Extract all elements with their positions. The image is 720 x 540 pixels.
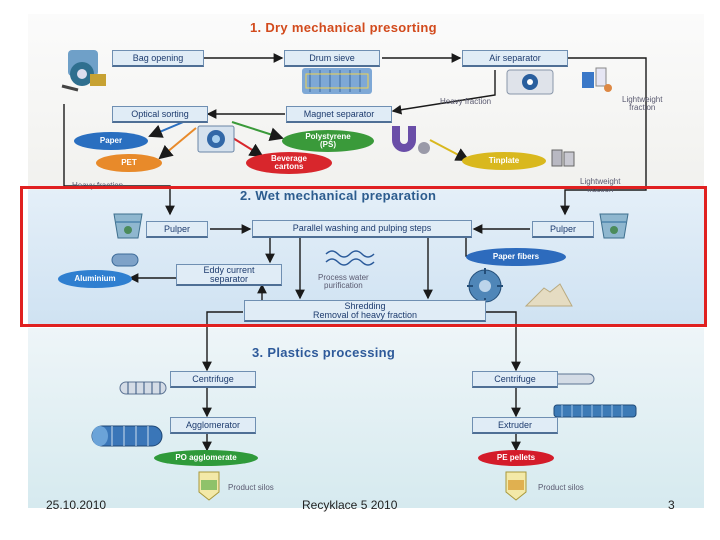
magnet-separator-box: Magnet separator	[286, 106, 392, 123]
process-water-label: Process water purification	[318, 274, 369, 290]
lightweight-label-1-line1: Lightweight	[622, 95, 663, 104]
plastics-processing-panel	[28, 328, 704, 508]
pulper-left-illustration	[110, 210, 146, 242]
lightweight-label-2-line2: fraction	[587, 185, 614, 194]
bag-opening-box: Bag opening	[112, 50, 204, 67]
heavy-fraction-label-1: Heavy fraction	[440, 97, 492, 106]
product-silos-left-label: Product silos	[228, 483, 274, 492]
tinplate-output: Tinplate	[462, 152, 546, 170]
pulper-left-box: Pulper	[146, 221, 208, 238]
eddy-current-illustration	[110, 250, 140, 270]
lightweight-label-1-line2: fraction	[629, 103, 656, 112]
polystyrene-abbr: (PS)	[320, 140, 336, 149]
aluminium-output: Aluminium	[58, 270, 132, 288]
optical-sorting-box: Optical sorting	[112, 106, 208, 123]
magnet-illustration	[386, 122, 432, 156]
agglomerator-illustration	[88, 418, 168, 454]
beverage-label: Beverage	[270, 154, 308, 163]
eddy-current-separator-box: Eddy current separator	[176, 264, 282, 286]
footer-date: 25.10.2010	[46, 498, 107, 512]
shredder-illustration	[460, 264, 510, 308]
lightweight-items-illustration	[578, 66, 614, 96]
drum-sieve-illustration	[300, 64, 376, 98]
product-silo-left-illustration	[196, 470, 222, 502]
section-title-dry: 1. Dry mechanical presorting	[250, 20, 437, 35]
separator-label: separator	[209, 273, 249, 284]
section-title-plastics: 3. Plastics processing	[252, 345, 396, 360]
polystyrene-output: Polystyrene (PS)	[282, 130, 374, 152]
water-purification-illustration	[324, 246, 380, 272]
drum-sieve-box: Drum sieve	[284, 50, 380, 67]
centrifuge-left-illustration	[118, 376, 168, 400]
beverage-cartons-output: Beverage cartons	[246, 152, 332, 174]
highlight-frame	[20, 186, 707, 327]
lightweight-fraction-label-2: Lightweight fraction	[580, 178, 620, 194]
product-silo-right-illustration	[503, 470, 529, 502]
pulper-right-illustration	[596, 210, 632, 242]
pe-pellets-output: PE pellets	[478, 450, 554, 466]
lightweight-fraction-label-1: Lightweight fraction	[622, 96, 662, 112]
agglomerator-box: Agglomerator	[170, 417, 256, 434]
washing-pulping-box: Parallel washing and pulping steps	[252, 220, 472, 238]
centrifuge-right-box: Centrifuge	[472, 371, 558, 388]
po-agglomerate-output: PO agglomerate	[154, 450, 258, 466]
lightweight-label-2-line1: Lightweight	[580, 177, 621, 186]
page-number: 3	[668, 498, 675, 512]
centrifuge-left-box: Centrifuge	[170, 371, 256, 388]
polystyrene-label: Polystyrene	[305, 132, 351, 141]
extruder-box: Extruder	[472, 417, 558, 434]
paper-fibers-output: Paper fibers	[466, 248, 566, 266]
cartons-label: cartons	[274, 162, 304, 171]
section-title-wet: 2. Wet mechanical preparation	[240, 188, 437, 203]
optical-sensor-illustration	[196, 124, 236, 154]
pet-output: PET	[96, 154, 162, 172]
footer-title: Recyklace 5 2010	[302, 498, 398, 512]
eddy-current-label: Eddy current	[203, 264, 255, 275]
air-separator-box: Air separator	[462, 50, 568, 67]
heavy-fraction-removal-label: Removal of heavy fraction	[312, 309, 418, 320]
shredding-box: Shredding Removal of heavy fraction	[244, 300, 486, 322]
heavy-fraction-label-2: Heavy fraction	[72, 181, 124, 190]
process-water-line1: Process water	[318, 273, 369, 282]
plastic-flakes-illustration	[524, 282, 574, 308]
pulper-right-box: Pulper	[532, 221, 594, 238]
product-silos-right-label: Product silos	[538, 483, 584, 492]
paper-output: Paper	[74, 132, 148, 150]
tinplate-cans-illustration	[548, 146, 578, 170]
extruder-illustration	[552, 400, 638, 422]
bag-opener-illustration	[60, 44, 110, 94]
shredding-label: Shredding	[344, 300, 386, 311]
process-water-line2: purification	[324, 281, 363, 290]
air-separator-illustration	[505, 68, 555, 96]
